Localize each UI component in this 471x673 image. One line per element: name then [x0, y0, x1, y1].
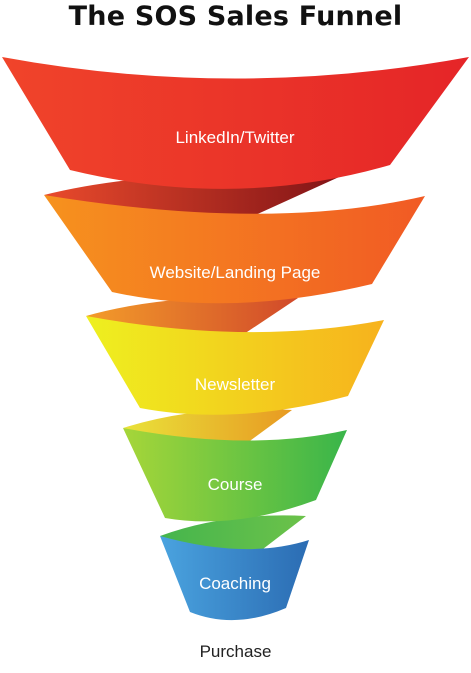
stage-label-website-landing-page: Website/Landing Page [150, 263, 321, 282]
stage-label-course: Course [208, 475, 263, 494]
stage-label-coaching: Coaching [199, 574, 271, 593]
funnel-stage-2 [44, 195, 425, 304]
funnel-stage-3 [86, 316, 384, 415]
funnel-stage-4 [123, 428, 347, 522]
funnel-stage-5 [160, 536, 309, 621]
ribbon-connector-2 [86, 296, 298, 346]
stage-label-linkedin-twitter: LinkedIn/Twitter [175, 128, 294, 147]
funnel-stage-1 [2, 57, 469, 189]
stage-label-newsletter: Newsletter [195, 375, 276, 394]
funnel-outcome-label: Purchase [199, 642, 272, 661]
ribbon-connector-3 [123, 408, 292, 454]
page-title: The SOS Sales Funnel [68, 1, 403, 32]
